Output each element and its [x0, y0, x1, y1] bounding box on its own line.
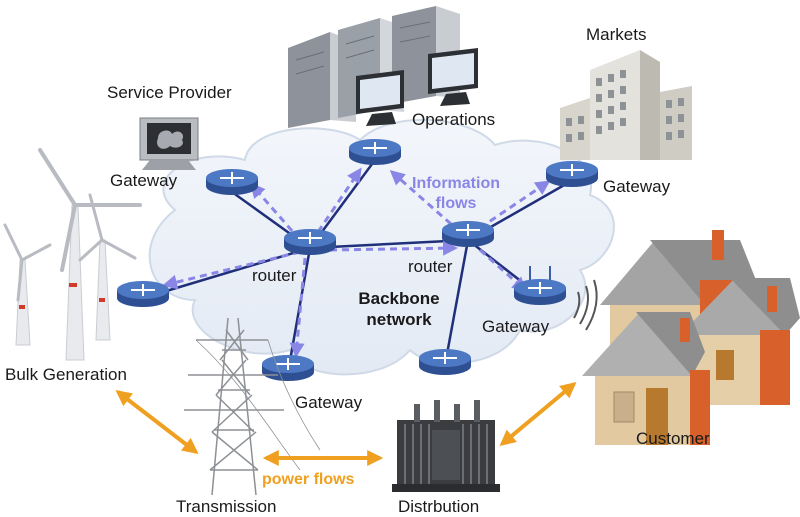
wireless-icon [573, 279, 598, 331]
power-flows-label: power flows [262, 471, 355, 488]
router-icon [284, 229, 336, 255]
operations-label: Operations [412, 110, 496, 129]
wind-turbine-icon [3, 148, 142, 361]
transformer-icon [392, 400, 500, 492]
gateway-label: Gateway [603, 177, 671, 196]
customer-label: Customer [636, 429, 710, 448]
house-icon [582, 230, 800, 445]
router-icon [546, 161, 598, 187]
router-icon [419, 349, 471, 375]
router-icon [349, 139, 401, 165]
information-flows-label: Information flows [396, 174, 516, 214]
markets-label: Markets [586, 25, 647, 44]
gateway-label: Gateway [295, 393, 363, 412]
distribution-label: Distrbution [398, 497, 480, 516]
gateway-label: Gateway [482, 317, 550, 336]
router-label: router [252, 266, 297, 285]
pylon-icon [184, 317, 321, 496]
service-provider-label: Service Provider [107, 83, 232, 102]
router-icon [514, 266, 566, 305]
building-icon [560, 50, 692, 160]
gateway-label: Gateway [110, 171, 178, 190]
power-flow-arrows [115, 381, 577, 466]
flows-label-line: flows [435, 195, 477, 212]
router-icon [262, 355, 314, 381]
information-label-line: Information [412, 175, 500, 192]
transmission-label: Transmission [176, 497, 277, 516]
backbone-network-label: Backbone network [344, 288, 454, 330]
router-icon [206, 169, 258, 195]
router-icon [442, 221, 494, 247]
router-icon [117, 281, 169, 307]
computer-icon [139, 117, 199, 170]
information-flow-arrows [162, 167, 551, 358]
backbone-label-line: Backbone [358, 289, 440, 308]
network-label-line: network [366, 310, 432, 329]
computer-icon [356, 48, 478, 126]
bulk-generation-label: Bulk Generation [5, 365, 127, 384]
router-label: router [408, 257, 453, 276]
